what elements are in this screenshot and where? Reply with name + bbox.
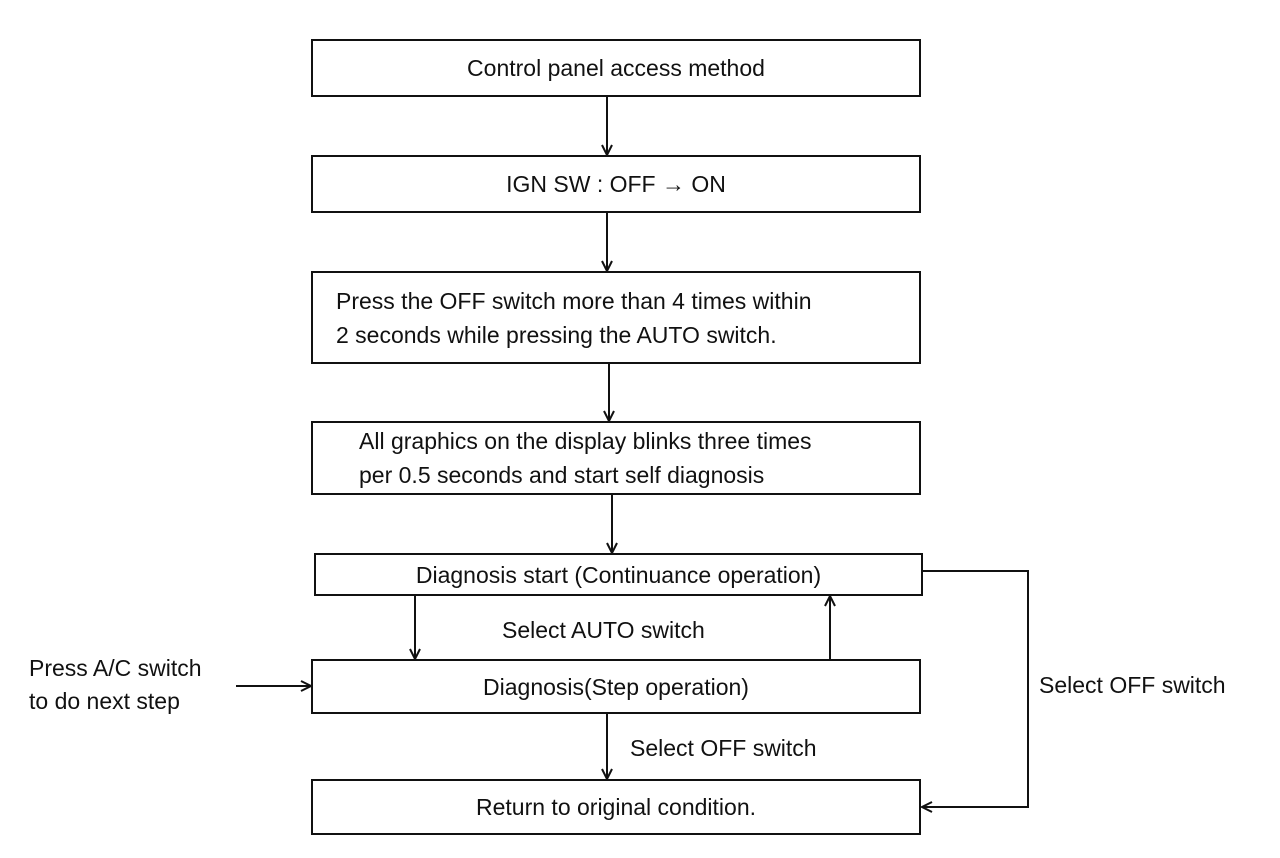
step-diag-step-text: Diagnosis(Step operation) bbox=[483, 673, 749, 700]
step-return: Return to original condition. bbox=[311, 779, 921, 835]
step-diag-start: Diagnosis start (Continuance operation) bbox=[314, 553, 923, 596]
label-select-off-bottom: Select OFF switch bbox=[630, 735, 817, 761]
label-select-auto: Select AUTO switch bbox=[502, 617, 705, 643]
step-press-off-text: Press the OFF switch more than 4 times w… bbox=[336, 287, 812, 348]
step-access-method-text: Control panel access method bbox=[467, 55, 765, 81]
step-diag-step: Diagnosis(Step operation) bbox=[311, 659, 921, 714]
label-press-ac: Press A/C switch to do next step bbox=[29, 655, 202, 714]
arrow-diag-start-to-return bbox=[922, 570, 1029, 807]
step-access-method: Control panel access method bbox=[311, 39, 921, 97]
step-diag-start-text: Diagnosis start (Continuance operation) bbox=[415, 561, 822, 588]
step-ign-sw: IGN SW : OFF → ON bbox=[311, 155, 921, 213]
step-blink: All graphics on the display blinks three… bbox=[311, 421, 921, 495]
step-return-text: Return to original condition. bbox=[476, 794, 756, 820]
label-select-off-right: Select OFF switch bbox=[1039, 672, 1226, 698]
step-press-off: Press the OFF switch more than 4 times w… bbox=[311, 271, 921, 364]
step-ign-sw-text: IGN SW : OFF → ON bbox=[506, 171, 726, 197]
step-blink-text: All graphics on the display blinks three… bbox=[359, 428, 812, 488]
